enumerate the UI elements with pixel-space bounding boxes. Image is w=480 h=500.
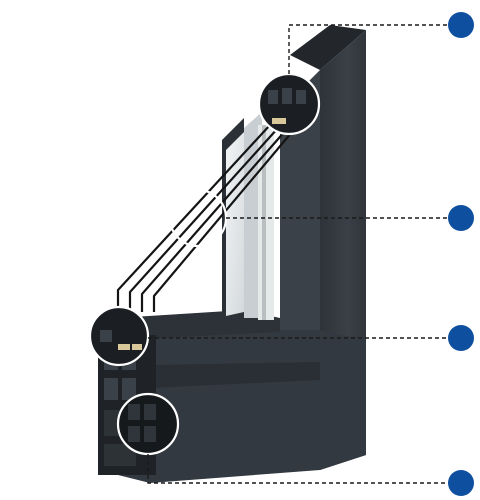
sash-bottom	[118, 310, 280, 340]
callout-marker-3[interactable]	[448, 325, 474, 351]
glass-surface	[226, 132, 244, 316]
lens-bottom	[116, 392, 180, 456]
lens-lower-left	[88, 305, 150, 367]
leader-4	[147, 454, 460, 484]
callout-marker-4[interactable]	[448, 470, 474, 496]
frame-sill-ledge	[150, 362, 320, 388]
lens-top	[257, 72, 321, 136]
glass-pane	[226, 112, 274, 320]
callout-marker-1[interactable]	[448, 12, 474, 38]
leader-lines	[147, 24, 460, 484]
leader-1	[288, 24, 460, 74]
callout-marker-2[interactable]	[448, 205, 474, 231]
callout-markers	[448, 12, 474, 496]
frame-top-profile	[290, 25, 366, 70]
cross-section-wires	[116, 124, 293, 312]
